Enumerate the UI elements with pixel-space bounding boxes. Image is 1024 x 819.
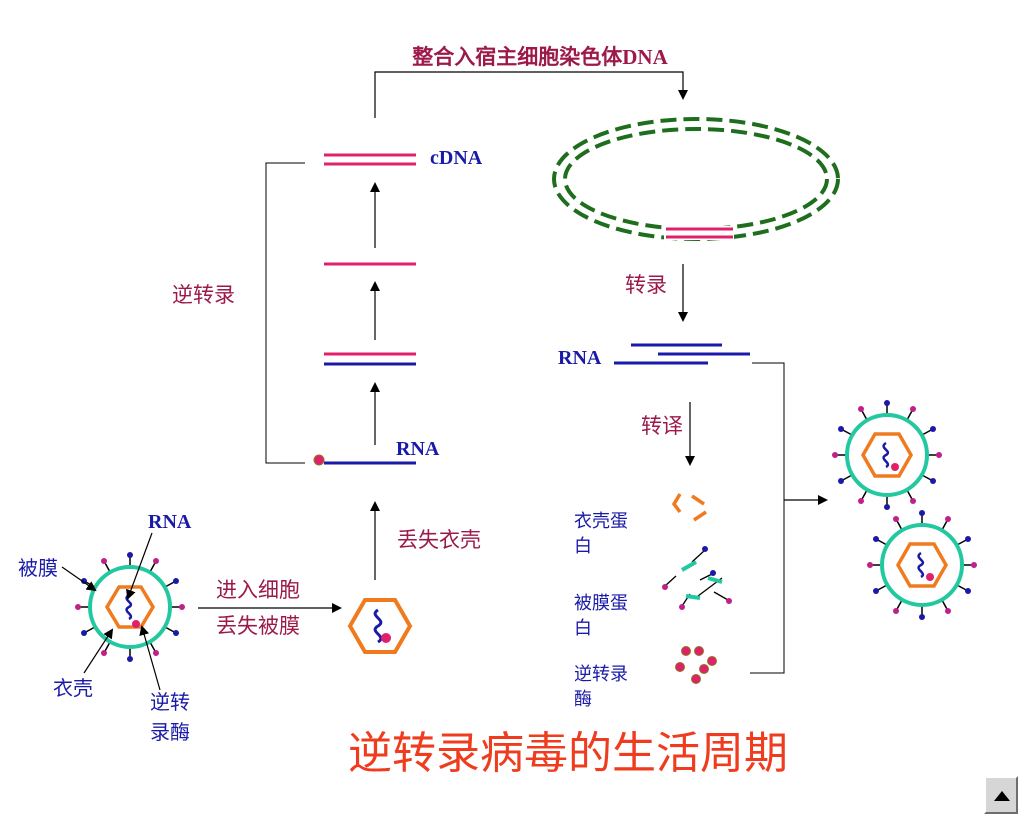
reverse-transcriptase-dots <box>675 646 717 684</box>
virion-particle <box>75 552 185 662</box>
rna-transcripts <box>614 343 750 365</box>
capsid-pointer <box>83 628 114 674</box>
uncoat-capsid-label: 丢失衣壳 <box>397 528 481 552</box>
new-virion-2 <box>867 510 977 620</box>
triangle-up-icon <box>994 791 1010 801</box>
integrate-label: 整合入宿主细胞染色体DNA <box>412 45 668 69</box>
assembly-bracket <box>750 362 785 674</box>
rt-enzyme-label-1: 逆转 <box>150 691 190 714</box>
translation-label: 转译 <box>641 414 683 438</box>
rt-label-1: 逆转录 <box>574 664 628 684</box>
nav-up-button[interactable] <box>984 776 1018 814</box>
capsid-protein-label-2: 白 <box>574 536 592 556</box>
enter-cell-label: 进入细胞 <box>216 578 300 602</box>
rna-right-label: RNA <box>558 347 602 369</box>
reverse-transcription-label: 逆转录 <box>172 283 235 307</box>
cdna-double-strand <box>324 153 416 166</box>
envelope-protein-label-2: 白 <box>574 618 592 638</box>
viral-rna-strand <box>313 454 416 466</box>
rna-dna-hybrid <box>324 352 416 366</box>
new-virion-1 <box>832 400 942 510</box>
envelope-protein-label-1: 被膜蛋 <box>574 593 628 613</box>
rt-enzyme-label-2: 录酶 <box>150 721 190 744</box>
envelope-label: 被膜 <box>18 557 58 580</box>
capsid-protein-fragments <box>671 493 707 522</box>
page-title: 逆转录病毒的生活周期 <box>348 729 788 778</box>
capsid-protein-label-1: 衣壳蛋 <box>574 511 628 531</box>
transcription-label: 转录 <box>625 273 667 297</box>
rna-left-label: RNA <box>396 438 440 460</box>
integrate-arrow <box>374 71 688 118</box>
envelope-pointer <box>61 566 97 592</box>
lose-envelope-label: 丢失被膜 <box>216 614 300 638</box>
cdna-label: cDNA <box>430 147 483 169</box>
host-chromosome <box>552 117 840 241</box>
rt-label-2: 酶 <box>574 689 592 709</box>
capsid-core <box>347 598 413 654</box>
rna-virion-label: RNA <box>148 511 192 533</box>
rt-enzyme-pointer <box>139 625 161 691</box>
reverse-transcription-bracket <box>265 162 305 464</box>
rna-pointer <box>126 532 153 600</box>
capsid-label: 衣壳 <box>53 677 93 700</box>
envelope-ring <box>88 565 172 649</box>
envelope-protein-fragments <box>662 546 732 610</box>
